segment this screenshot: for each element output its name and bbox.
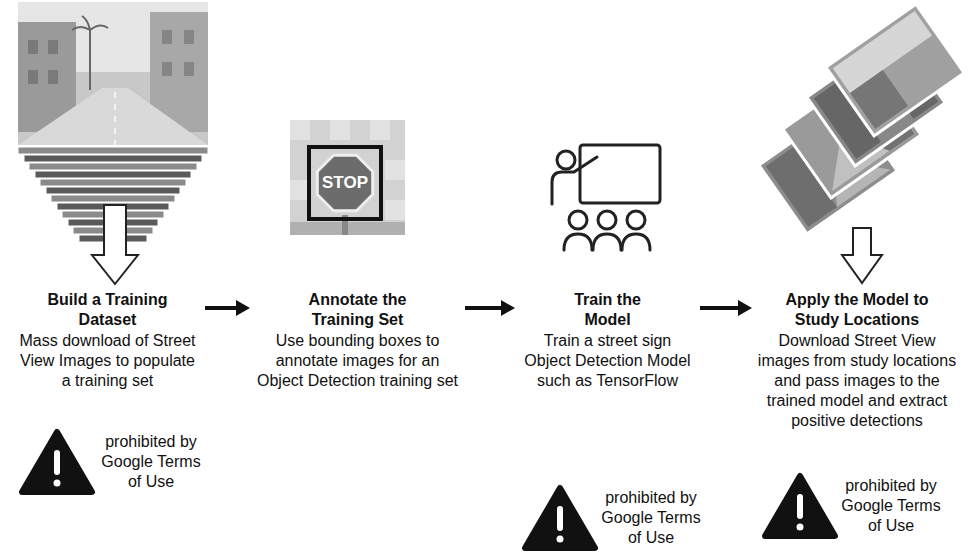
stop-sign-image <box>290 120 405 235</box>
warning-icon <box>765 476 835 536</box>
arrow-head <box>501 300 515 316</box>
step-heading: Apply the Model to Study Locations <box>775 290 940 330</box>
flow-arrow <box>465 300 515 316</box>
arrow-head <box>738 300 752 316</box>
arrow-head <box>236 300 250 316</box>
training-icon <box>552 145 660 250</box>
warning-icon <box>525 488 595 548</box>
street-view-stack <box>18 2 208 284</box>
study-photos <box>759 4 964 283</box>
step-heading: Annotate the Training Set <box>283 290 433 330</box>
flow-arrow <box>205 300 250 316</box>
warning-note: prohibited by Google Terms of Use <box>836 476 946 536</box>
warning-note: prohibited by Google Terms of Use <box>96 432 206 492</box>
step-description: Mass download of Street View Images to p… <box>14 331 201 391</box>
step-block: Build a Training DatasetMass download of… <box>10 288 205 393</box>
step-block: Annotate the Training SetUse bounding bo… <box>250 288 465 393</box>
step-description: Train a street sign Object Detection Mod… <box>519 331 696 391</box>
step-description: Download Street View images from study l… <box>756 331 958 431</box>
step-heading: Train the Model <box>553 290 663 330</box>
arrow-line <box>205 306 238 310</box>
flow-arrow <box>700 300 752 316</box>
warning-note: prohibited by Google Terms of Use <box>596 488 706 548</box>
step-description: Use bounding boxes to annotate images fo… <box>254 331 461 391</box>
sign-text: STOP <box>318 172 372 194</box>
step-block: Apply the Model to Study LocationsDownlo… <box>752 288 962 433</box>
arrow-line <box>700 306 740 310</box>
warning-icon <box>22 432 92 492</box>
step-heading: Build a Training Dataset <box>33 290 183 330</box>
step-block: Train the ModelTrain a street sign Objec… <box>515 288 700 393</box>
arrow-line <box>465 306 503 310</box>
